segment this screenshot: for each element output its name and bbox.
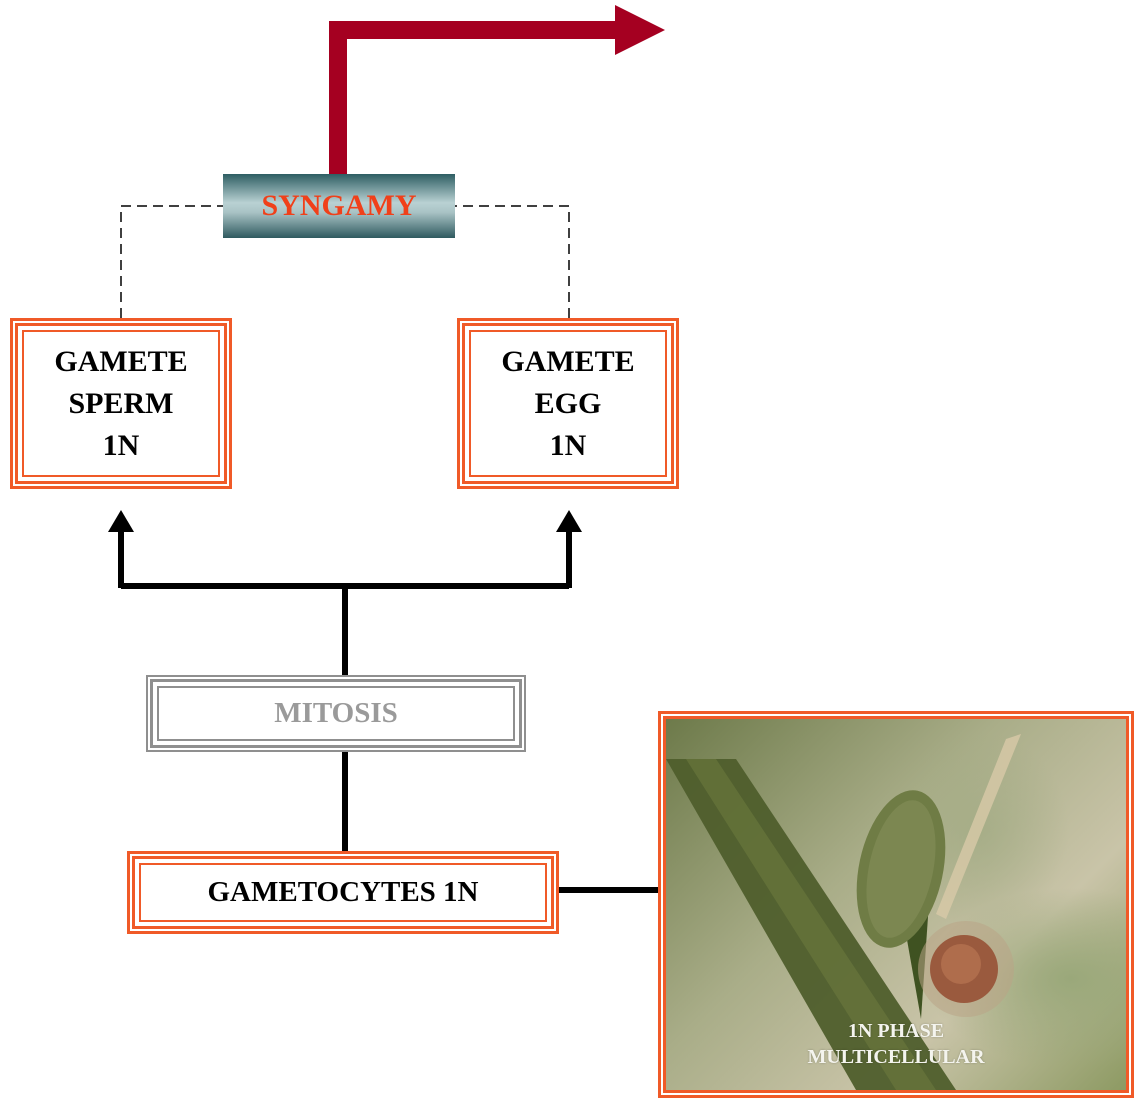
gamete-sperm-line-2: SPERM [68, 386, 174, 420]
gamete-sperm-box: GAMETE SPERM 1N [15, 323, 227, 484]
gametocytes-label: GAMETOCYTES 1N [207, 876, 479, 908]
mitosis-box: MITOSIS [150, 679, 522, 748]
micrograph-illustration [666, 734, 1021, 1090]
gamete-egg-line-1: GAMETE [501, 344, 635, 378]
micrograph-photo: 1N PHASE MULTICELLULAR [663, 716, 1129, 1093]
caption-line-2: MULTICELLULAR [807, 1046, 985, 1068]
gamete-egg-line-2: EGG [534, 386, 602, 420]
dashed-connector-sperm [120, 205, 223, 318]
dashed-connector-egg [455, 205, 570, 318]
gamete-sperm-line-1: GAMETE [54, 344, 188, 378]
gamete-egg-box: GAMETE EGG 1N [462, 323, 674, 484]
syngamy-box: SYNGAMY [223, 174, 455, 238]
arrowhead-to-sperm [108, 510, 134, 532]
mitosis-branch-line [118, 530, 572, 679]
gamete-egg-line-3: 1N [549, 428, 587, 462]
syngamy-label: SYNGAMY [261, 189, 417, 222]
syngamy-output-arrow [329, 21, 620, 176]
mitosis-label: MITOSIS [274, 697, 398, 729]
syngamy-output-arrowhead [615, 5, 665, 55]
gametocytes-box: GAMETOCYTES 1N [132, 856, 554, 929]
micrograph-caption: 1N PHASE MULTICELLULAR [666, 1018, 1126, 1070]
caption-line-1: 1N PHASE [847, 1020, 945, 1042]
arrowhead-to-egg [556, 510, 582, 532]
gamete-sperm-line-3: 1N [102, 428, 140, 462]
